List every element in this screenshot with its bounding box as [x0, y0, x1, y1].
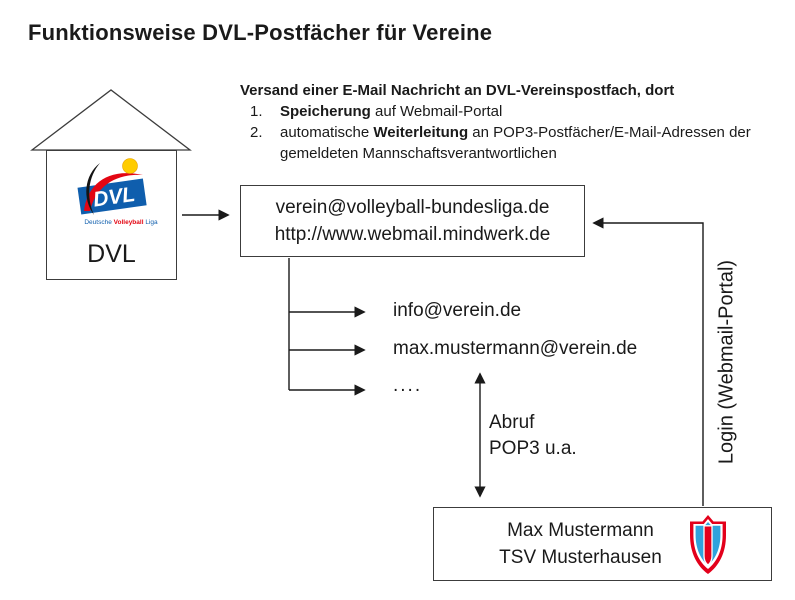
logo-black-swoosh — [86, 163, 100, 215]
login-webmail-label: Login (Webmail-Portal) — [715, 259, 738, 465]
dvl-logo-graphic: DVL — [77, 158, 147, 215]
intro-item-2-text: automatische Weiterleitung an POP3-Postf… — [280, 124, 751, 162]
intro-item-1-text: Speicherung auf Webmail-Portal — [280, 103, 503, 120]
intro-item-1: 1. Speicherung auf Webmail-Portal — [250, 101, 780, 122]
intro-item-2-number: 2. — [250, 124, 263, 141]
club-name: TSV Musterhausen — [499, 547, 662, 568]
abruf-line2: POP3 u.a. — [489, 438, 577, 459]
logo-red-swoosh — [84, 173, 143, 211]
intro-item-1-number: 1. — [250, 103, 263, 120]
recipient-ellipsis: .... — [393, 375, 423, 396]
abruf-line1: Abruf — [489, 412, 535, 433]
house-label: DVL — [87, 240, 136, 268]
logo-subtext: Deutsche Volleyball Liga — [84, 219, 158, 226]
intro-heading: Versand einer E-Mail Nachricht an DVL-Ve… — [240, 82, 675, 99]
intro-item-2: 2. automatische Weiterleitung an POP3-Po… — [250, 122, 780, 164]
webmail-url: http://www.webmail.mindwerk.de — [274, 224, 551, 245]
intro-text-block: Versand einer E-Mail Nachricht an DVL-Ve… — [240, 80, 780, 164]
recipient-email-info: info@verein.de — [393, 300, 522, 321]
arrow-login-path — [592, 217, 704, 506]
abruf-label: Abruf POP3 u.a. — [489, 410, 577, 462]
mailbox-address: verein@volleyball-bundesliga.de — [275, 197, 550, 218]
house-dvl: DVL Deutsche Volleyball Liga DVL — [46, 150, 177, 280]
logo-volleyball — [122, 158, 138, 174]
user-box: Max Mustermann TSV Musterhausen — [433, 507, 772, 581]
dvl-logo: DVL Deutsche Volleyball Liga — [69, 153, 173, 231]
user-box-text: Max Mustermann TSV Musterhausen — [499, 517, 662, 571]
club-crest-icon — [690, 515, 726, 574]
user-name: Max Mustermann — [507, 520, 654, 541]
mailbox-box: verein@volleyball-bundesliga.de http://w… — [240, 185, 585, 257]
page-title: Funktionsweise DVL-Postfächer für Verein… — [28, 20, 493, 45]
house-roof — [30, 89, 192, 151]
recipient-email-max: max.mustermann@verein.de — [393, 338, 638, 359]
